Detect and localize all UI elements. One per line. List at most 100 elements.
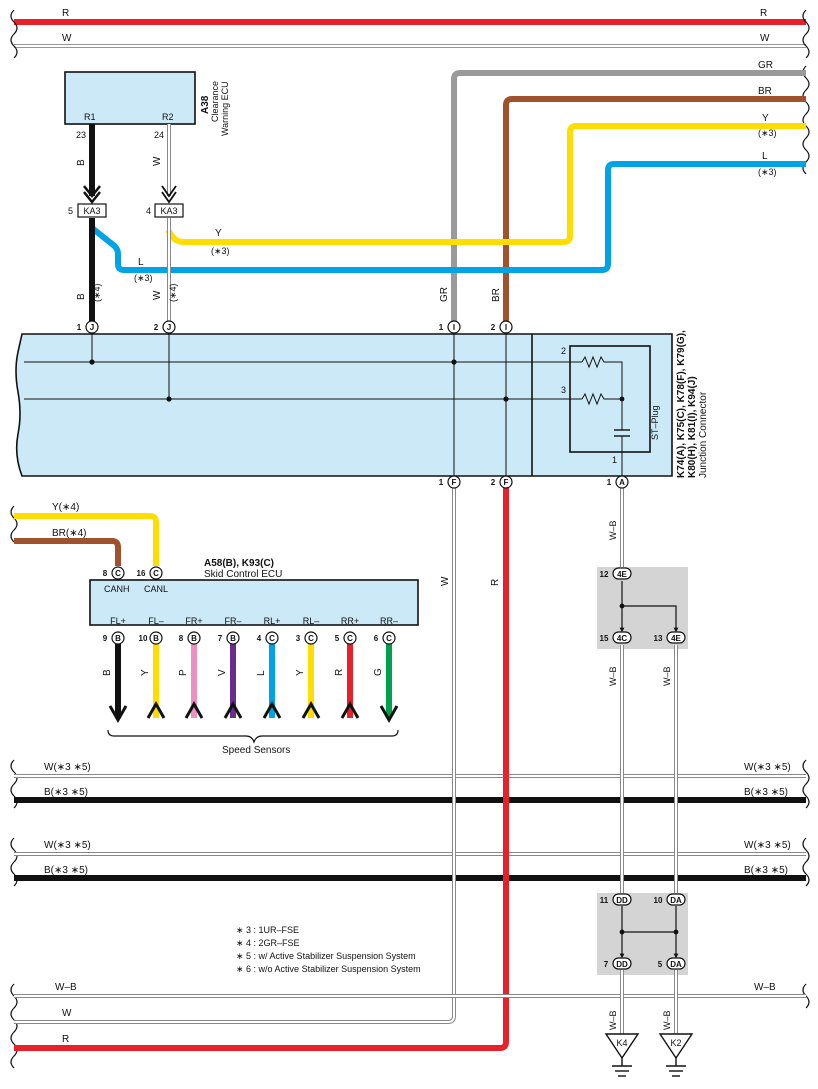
- svg-text:B(∗3 ∗5): B(∗3 ∗5): [744, 865, 788, 876]
- arrow-up-icon: [301, 700, 321, 719]
- svg-text:B(∗3 ∗5): B(∗3 ∗5): [44, 865, 88, 876]
- svg-text:W(∗3 ∗5): W(∗3 ∗5): [44, 840, 91, 851]
- br-wire-label: BR: [491, 288, 502, 302]
- sensor-pin-rr-minus: RR–GC6: [373, 616, 399, 724]
- ground-k4: K4: [604, 1033, 640, 1077]
- svg-text:1: 1: [439, 323, 444, 332]
- jc-pin-j2: J 2: [154, 320, 176, 334]
- break-marks: [10, 9, 810, 1069]
- jc-pin-i1: I 1: [439, 320, 461, 334]
- jc-pin-j1: J 1: [77, 320, 99, 334]
- top-wire-r: R R: [14, 8, 806, 25]
- svg-text:CANL: CANL: [144, 584, 168, 594]
- wire-br-canh: BR(∗4): [14, 528, 121, 566]
- svg-text:Warning ECU: Warning ECU: [220, 81, 230, 136]
- svg-text:2: 2: [491, 478, 496, 487]
- svg-text:4E: 4E: [671, 634, 681, 643]
- svg-text:Speed Sensors: Speed Sensors: [222, 745, 290, 756]
- svg-text:C: C: [386, 634, 392, 643]
- pass-wire-w2: W(∗3 ∗5) W(∗3 ∗5): [14, 840, 806, 856]
- wire-l: L (∗3) L (∗3): [90, 151, 806, 283]
- svg-text:3: 3: [561, 385, 566, 395]
- jc-pin-f2: F 2: [491, 475, 513, 489]
- clearance-warning-ecu: R1 R2 A38 Clearance Warning ECU 23 24: [64, 71, 230, 140]
- svg-text:(∗4): (∗4): [168, 283, 178, 302]
- svg-text:DA: DA: [670, 960, 682, 969]
- skid-control-ecu: A58(B), K93(C) Skid Control ECU CANH CAN…: [89, 558, 419, 626]
- svg-text:24: 24: [154, 130, 164, 140]
- svg-text:F: F: [504, 478, 509, 487]
- svg-text:W–B: W–B: [55, 982, 77, 993]
- svg-text:Clearance: Clearance: [210, 81, 220, 122]
- svg-text:B: B: [115, 634, 121, 643]
- svg-text:1: 1: [77, 323, 82, 332]
- svg-text:Junction Connector: Junction Connector: [698, 391, 709, 478]
- svg-text:5: 5: [658, 960, 663, 969]
- svg-text:ST–Plug: ST–Plug: [650, 405, 660, 440]
- svg-text:K4: K4: [616, 1038, 627, 1048]
- svg-text:16: 16: [137, 569, 146, 578]
- sensor-pin-connector: C5: [335, 631, 357, 645]
- svg-text:B: B: [76, 159, 87, 166]
- svg-text:I: I: [453, 323, 455, 332]
- skid-pin-canh: C 8: [103, 566, 125, 580]
- svg-text:DD: DD: [616, 960, 628, 969]
- note-3: ∗ 3 : 1UR–FSE: [236, 925, 299, 935]
- sensor-pin-name: RR–: [380, 616, 398, 626]
- svg-text:F: F: [452, 478, 457, 487]
- sensor-pin-rl-minus: RL–YC3: [295, 616, 321, 719]
- bottom-wire-wb: W–B W–B: [14, 982, 806, 998]
- sensor-pin-name: RL+: [264, 616, 281, 626]
- sensor-pin-rr-plus: RR+RC5: [334, 616, 360, 719]
- svg-text:W: W: [760, 33, 770, 44]
- svg-text:R1: R1: [84, 112, 96, 122]
- arrow-up-icon: [340, 700, 360, 719]
- wire-br: BR: [503, 86, 806, 322]
- pass-wire-b2: B(∗3 ∗5) B(∗3 ∗5): [14, 865, 806, 881]
- svg-text:L: L: [138, 257, 144, 268]
- svg-text:1: 1: [612, 455, 617, 465]
- pass-wire-b1: B(∗3 ∗5) B(∗3 ∗5): [14, 787, 806, 803]
- svg-text:C: C: [308, 634, 314, 643]
- svg-text:W–B: W–B: [754, 982, 776, 993]
- junction-connector: 2 3 1 ST–Plug K74(A), K75(C), K78(F), K7…: [15, 330, 709, 478]
- svg-text:2: 2: [154, 323, 159, 332]
- svg-text:7: 7: [218, 634, 223, 643]
- wire-w-r2: W W (∗4): [152, 124, 178, 322]
- svg-text:W(∗3 ∗5): W(∗3 ∗5): [44, 762, 91, 773]
- svg-text:A: A: [619, 478, 625, 487]
- svg-text:C: C: [269, 634, 275, 643]
- wire-r-f2: R: [14, 488, 509, 1051]
- svg-text:W: W: [152, 156, 163, 166]
- svg-text:5: 5: [68, 206, 73, 216]
- svg-text:(∗3): (∗3): [211, 246, 230, 256]
- svg-text:Y(∗4): Y(∗4): [52, 502, 79, 513]
- sensor-pin-name: FR–: [224, 616, 241, 626]
- sensor-pin-name: FL–: [148, 616, 164, 626]
- wire-wb-4e: W–B: [662, 645, 678, 894]
- note-4: ∗ 4 : 2GR–FSE: [236, 938, 300, 948]
- ground-k2: K2: [658, 1033, 694, 1077]
- bottom-wire-w-label: W: [62, 1008, 72, 1019]
- skid-pin-canl: C 16: [137, 566, 163, 580]
- wire-y: Y (∗3) Y (∗3): [165, 113, 806, 256]
- svg-text:(∗3): (∗3): [758, 128, 777, 138]
- svg-text:B: B: [76, 293, 87, 300]
- sensor-wire-label: P: [178, 669, 189, 676]
- svg-text:K2: K2: [670, 1038, 681, 1048]
- svg-text:K80(H), K81(I), K94(J): K80(H), K81(I), K94(J): [687, 376, 698, 478]
- svg-text:R: R: [490, 579, 501, 586]
- svg-text:15: 15: [600, 634, 609, 643]
- svg-text:9: 9: [103, 634, 108, 643]
- pin-5-da: DA 5: [658, 957, 686, 970]
- svg-text:W(∗3 ∗5): W(∗3 ∗5): [744, 762, 791, 773]
- svg-text:8: 8: [103, 569, 108, 578]
- sensor-wire-label: Y: [295, 669, 306, 676]
- notes: ∗ 3 : 1UR–FSE ∗ 4 : 2GR–FSE ∗ 5 : w/ Act…: [236, 925, 421, 974]
- sensor-wire-label: R: [334, 669, 345, 676]
- svg-text:W: W: [62, 33, 72, 44]
- sensor-pin-name: FR+: [185, 616, 202, 626]
- svg-text:4C: 4C: [617, 634, 627, 643]
- jc-pin-f1: F 1: [439, 475, 461, 489]
- sensor-wire-label: Y: [140, 669, 151, 676]
